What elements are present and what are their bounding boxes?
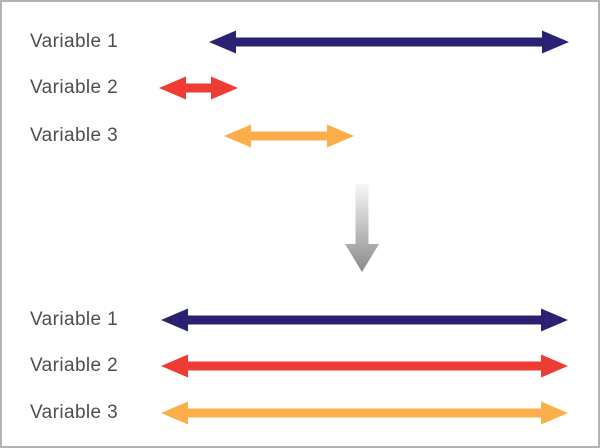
variable-1-label: Variable 1 <box>30 31 119 52</box>
transform-arrow-shape <box>345 184 379 272</box>
variable-3-label: Variable 3 <box>30 402 119 423</box>
variable-3-range-arrow <box>161 401 568 425</box>
variable-2-label: Variable 2 <box>30 77 119 98</box>
variable-3-range-arrow <box>224 124 354 148</box>
variable-2-label: Variable 2 <box>30 355 119 376</box>
variable-1-label: Variable 1 <box>30 309 119 330</box>
variable-2-range-arrow <box>161 354 568 378</box>
variable-2-range-arrow <box>159 76 238 100</box>
variable-1-range-arrow <box>209 30 569 54</box>
transform-down-arrow-icon <box>345 184 379 272</box>
variable-3-label: Variable 3 <box>30 125 119 146</box>
variable-1-range-arrow <box>161 308 568 332</box>
